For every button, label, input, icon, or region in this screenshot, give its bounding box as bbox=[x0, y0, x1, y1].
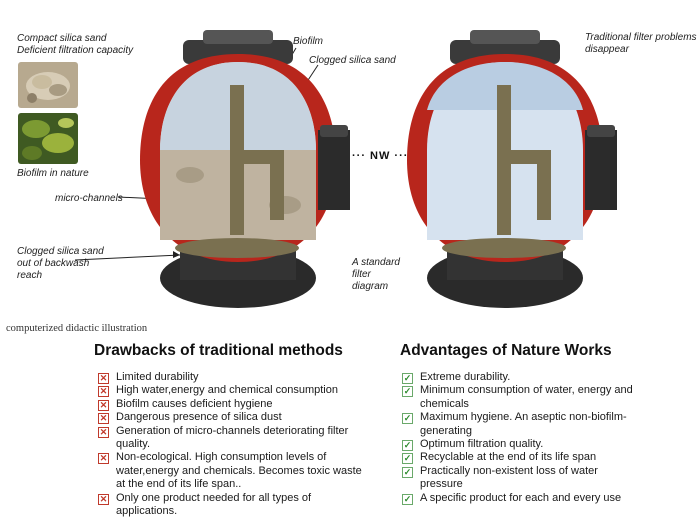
check-icon: ✓ bbox=[402, 373, 413, 384]
list-item: ✕Dangerous presence of silica dust bbox=[98, 411, 282, 425]
list-item: ✓Recyclable at the end of its life span bbox=[402, 451, 597, 465]
compact-sand-label: Compact silica sand Deficient filtration… bbox=[17, 33, 134, 56]
check-icon: ✓ bbox=[402, 386, 413, 398]
biofilm-nature-label: Biofilm in nature bbox=[17, 168, 89, 179]
nature-works-filter-tank bbox=[407, 30, 617, 308]
drawbacks-title: Drawbacks of traditional methods bbox=[94, 342, 343, 359]
biofilm-label: Biofilm bbox=[293, 36, 324, 47]
filter-diagram bbox=[74, 30, 617, 308]
list-item: ✕Only one product needed for all types o… bbox=[98, 491, 312, 518]
traditional-problems-label: Traditional filter problems disappear bbox=[585, 32, 697, 55]
list-item: ✓A specific product for each and every u… bbox=[402, 491, 622, 505]
list-item: ✕Limited durability bbox=[98, 371, 199, 384]
micro-channels-label: micro-channels bbox=[55, 193, 123, 204]
list-item: ✕Generation of micro-channels deteriorat… bbox=[98, 424, 349, 451]
standard-filter-label: A standard filter diagram bbox=[352, 257, 400, 292]
drawbacks-list: ✕Limited durability ✕High water,energy a… bbox=[98, 371, 370, 518]
cross-icon: ✕ bbox=[98, 399, 109, 411]
list-item: ✕Non-ecological. High consumption levels… bbox=[98, 451, 362, 491]
list-item: ✓Extreme durability. bbox=[402, 371, 511, 384]
traditional-filter-tank bbox=[140, 30, 350, 308]
cross-icon: ✕ bbox=[98, 426, 109, 438]
clogged-sand-label: Clogged silica sand bbox=[309, 55, 396, 66]
clogged-backwash-label: Clogged silica sand out of backwash reac… bbox=[17, 246, 104, 281]
list-item: ✓Practically non-existent loss of water … bbox=[402, 464, 598, 491]
cross-icon: ✕ bbox=[98, 373, 109, 384]
check-icon: ✓ bbox=[402, 466, 413, 478]
advantages-title: Advantages of Nature Works bbox=[400, 342, 612, 359]
cross-icon: ✕ bbox=[98, 386, 109, 398]
list-item: ✓Maximum hygiene. An aseptic non-biofilm… bbox=[402, 411, 627, 437]
biofilm-nature-photo bbox=[18, 113, 78, 164]
compact-sand-photo bbox=[18, 62, 78, 108]
check-icon: ✓ bbox=[402, 493, 413, 505]
list-item: ✕Biofilm causes deficient hygiene bbox=[98, 397, 273, 411]
check-icon: ✓ bbox=[402, 453, 413, 465]
cross-icon: ✕ bbox=[98, 453, 109, 465]
cross-icon: ✕ bbox=[98, 413, 109, 425]
advantages-list: ✓Extreme durability. ✓Minimum consumptio… bbox=[402, 371, 638, 505]
check-icon: ✓ bbox=[402, 440, 413, 452]
list-item: ✕High water,energy and chemical consumpt… bbox=[98, 384, 338, 398]
caption: computerized didactic illustration bbox=[6, 323, 148, 334]
list-item: ✓Minimum consumption of water, energy an… bbox=[402, 384, 633, 410]
list-item: ✓Optimum filtration quality. bbox=[402, 438, 544, 452]
check-icon: ✓ bbox=[402, 413, 413, 425]
nw-transition-arrow: ··· NW ··· bbox=[352, 150, 409, 162]
cross-icon: ✕ bbox=[98, 493, 109, 505]
